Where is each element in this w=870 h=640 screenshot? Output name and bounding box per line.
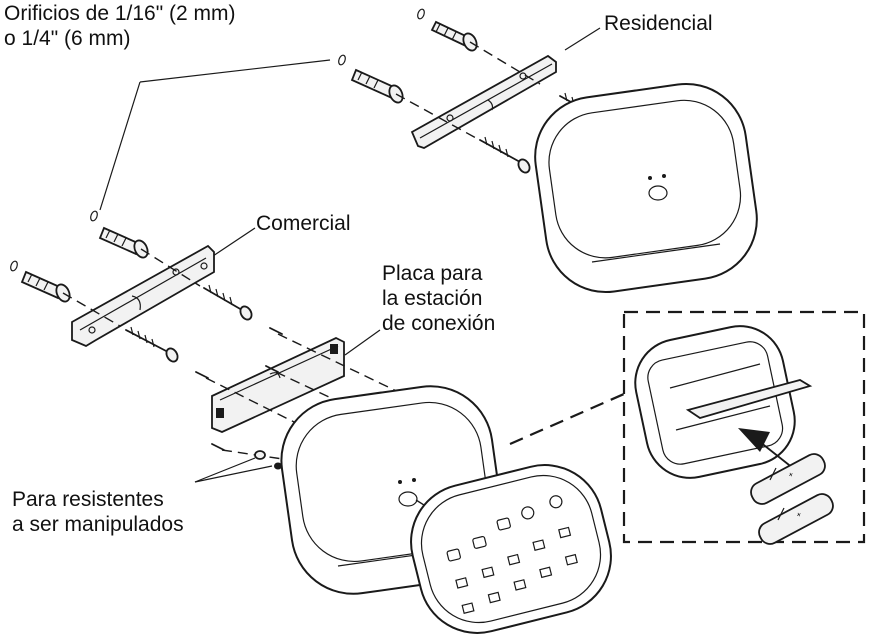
svg-text:+: + [787, 469, 796, 479]
residential-label: Residencial [604, 12, 713, 35]
remote-buttons [446, 495, 578, 614]
remote-control [410, 464, 612, 634]
small-screws [195, 327, 283, 451]
plate-label-line3: de conexión [382, 312, 496, 335]
battery-detail-box [622, 310, 866, 544]
screw-icon [479, 136, 531, 174]
holes-label-line1: Orificios de 1/16" (2 mm) [4, 2, 236, 25]
leader-lines [99, 27, 601, 483]
holes-label-line2: o 1/4" (6 mm) [4, 27, 131, 50]
plate-label-line1: Placa para [382, 262, 483, 285]
tamper-label-line1: Para resistentes [12, 488, 164, 511]
wall-anchor-icon [98, 226, 149, 259]
wall-anchor-icon [20, 270, 71, 303]
detail-callout-line [509, 392, 625, 446]
battery-icon: + [750, 453, 826, 505]
screw-icon [203, 284, 253, 321]
svg-text:+: + [795, 509, 804, 519]
wall-anchor-icon [430, 20, 478, 52]
screw-icon [125, 326, 179, 363]
commercial-label: Comercial [256, 212, 351, 235]
wall-anchor-icon [350, 68, 404, 104]
battery-icon: + [758, 493, 834, 545]
tamper-screws [254, 450, 282, 470]
commercial-bracket [71, 244, 215, 348]
alignment-dashes [395, 41, 541, 139]
residential-unit [534, 82, 758, 294]
residential-bracket [410, 54, 557, 149]
alignment-dashes [62, 248, 201, 327]
tamper-label-line2: a ser manipulados [12, 513, 184, 536]
hole-marks [10, 8, 425, 272]
plate-label-line2: la estación [382, 287, 483, 310]
